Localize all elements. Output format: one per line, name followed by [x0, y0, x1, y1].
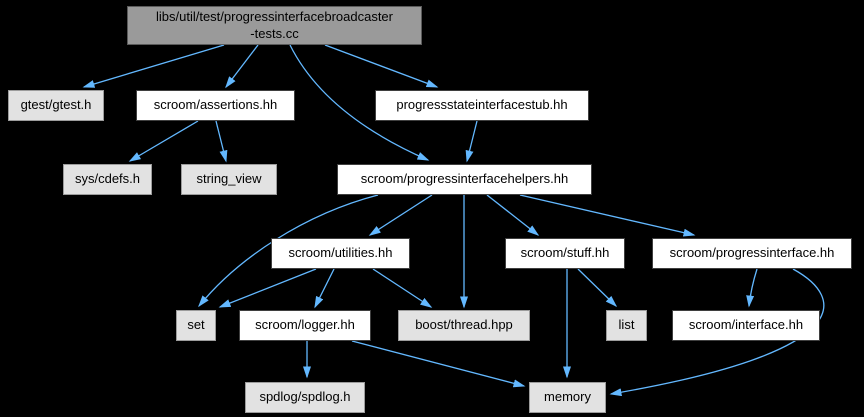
edge-pinterface-to-interface [746, 268, 758, 308]
graph-node-label: spdlog/spdlog.h [259, 389, 351, 405]
graph-node-boost: boost/thread.hpp [398, 310, 530, 341]
graph-node-helpers[interactable]: scroom/progressinterfacehelpers.hh [337, 164, 592, 195]
graph-node-memory: memory [529, 382, 606, 413]
edge-stuff-to-list [577, 268, 618, 308]
edge-helpers-to-stuff [486, 194, 540, 236]
graph-node-label: boost/thread.hpp [415, 317, 513, 333]
graph-node-label: string_view [196, 171, 262, 187]
graph-node-label: scroom/progressinterface.hh [669, 245, 835, 261]
edge-utilities-to-boost [372, 268, 433, 308]
graph-node-pinterface[interactable]: scroom/progressinterface.hh [652, 238, 852, 269]
edge-assertions-to-stringview [215, 120, 228, 163]
graph-node-label: set [187, 317, 205, 333]
graph-node-label: memory [544, 389, 591, 405]
edge-tests-to-assertions [225, 44, 259, 89]
edge-tests-to-helpers [289, 44, 430, 161]
graph-node-stringview: string_view [181, 164, 277, 195]
graph-node-cdefs: sys/cdefs.h [63, 164, 152, 195]
edge-utilities-to-logger [314, 268, 335, 309]
graph-node-utilities[interactable]: scroom/utilities.hh [271, 238, 410, 269]
graph-node-tests: libs/util/test/progressinterfacebroadcas… [127, 6, 422, 45]
graph-node-label: list [618, 317, 635, 333]
graph-node-label: scroom/assertions.hh [153, 97, 278, 113]
graph-node-label: sys/cdefs.h [74, 171, 141, 187]
graph-node-label: libs/util/test/progressinterfacebroadcas… [155, 9, 393, 25]
graph-node-stub[interactable]: progressstateinterfacestub.hh [375, 90, 589, 121]
graph-node-label: scroom/utilities.hh [288, 245, 393, 261]
graph-node-set: set [176, 310, 216, 341]
graph-node-label: scroom/stuff.hh [520, 245, 610, 261]
edge-helpers-to-pinterface [519, 194, 696, 237]
graph-node-logger[interactable]: scroom/logger.hh [239, 310, 371, 341]
graph-node-label: -tests.cc [250, 25, 299, 41]
graph-node-gtest: gtest/gtest.h [8, 90, 104, 121]
edge-logger-to-memory [351, 340, 526, 388]
edge-tests-to-gtest [82, 44, 225, 88]
graph-node-stuff[interactable]: scroom/stuff.hh [505, 238, 625, 269]
edge-assertions-to-cdefs [128, 120, 199, 162]
edge-utilities-to-set [218, 268, 317, 308]
graph-node-spdlog: spdlog/spdlog.h [245, 382, 365, 413]
graph-node-label: scroom/interface.hh [688, 317, 804, 333]
edge-helpers-to-utilities [368, 194, 433, 236]
graph-node-label: scroom/logger.hh [255, 317, 355, 333]
edge-tests-to-stub [324, 44, 439, 88]
graph-node-assertions[interactable]: scroom/assertions.hh [136, 90, 295, 121]
graph-node-label: gtest/gtest.h [20, 97, 92, 113]
edge-stub-to-helpers [465, 120, 478, 163]
graph-node-list: list [606, 310, 647, 341]
graph-node-label: scroom/progressinterfacehelpers.hh [360, 171, 569, 187]
graph-node-label: progressstateinterfacestub.hh [396, 97, 568, 113]
graph-node-interface[interactable]: scroom/interface.hh [672, 310, 820, 341]
